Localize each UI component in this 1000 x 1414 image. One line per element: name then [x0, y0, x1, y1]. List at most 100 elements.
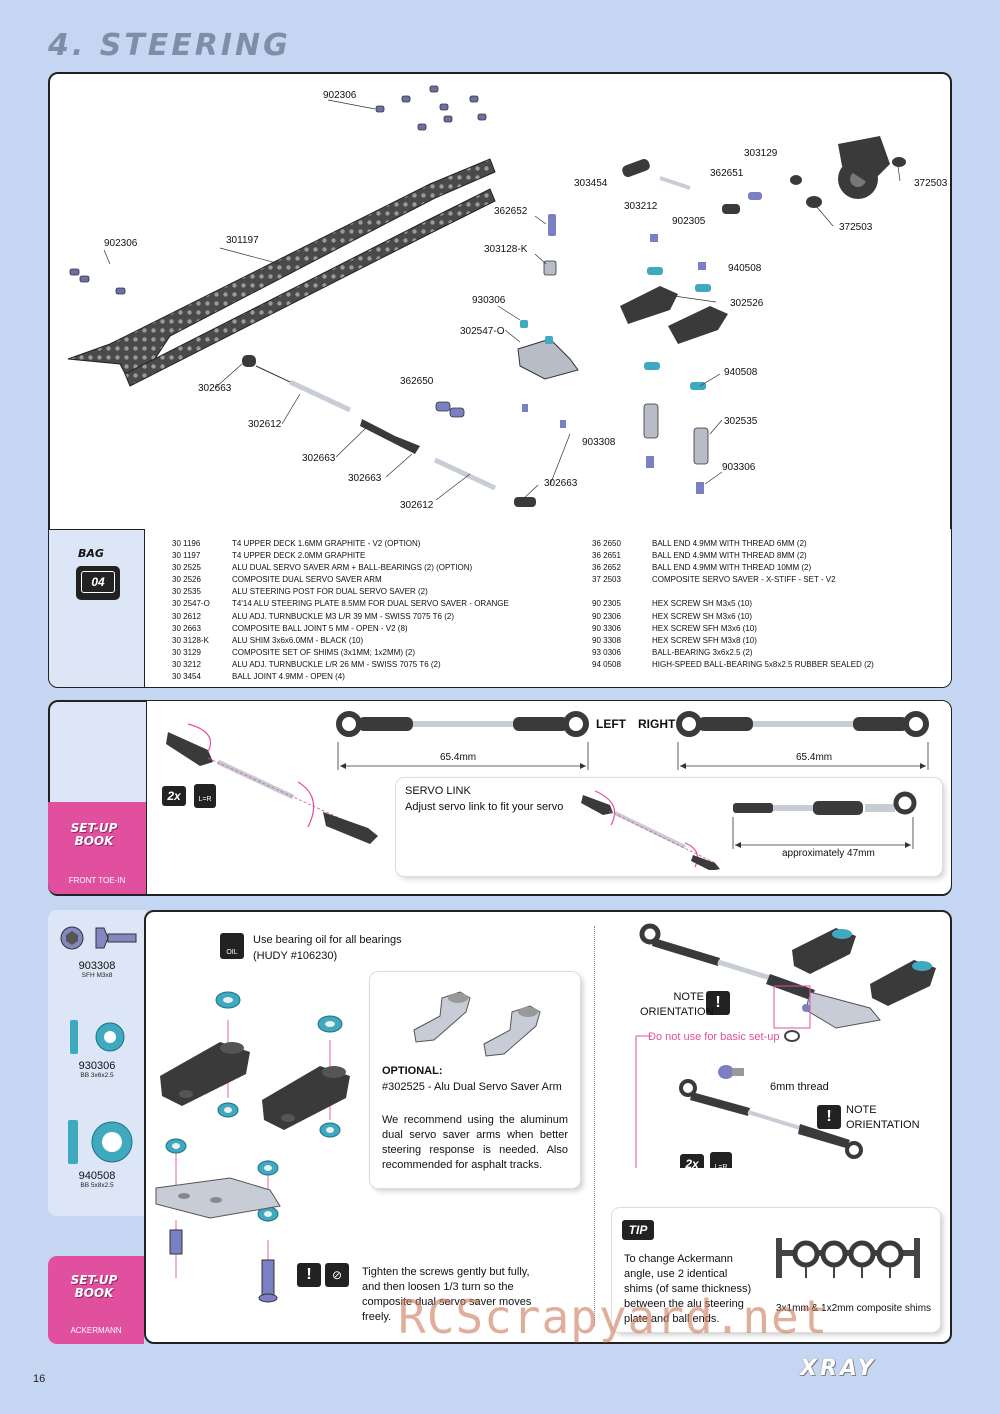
upper-deck-graphite [67, 158, 496, 387]
part-code: 90 3306 [592, 623, 621, 633]
servo-saver-assembly-drawing [155, 991, 350, 1303]
brand-logo: XRAY [800, 1356, 877, 1381]
callout-label: 303129 [744, 148, 778, 159]
callout-label: 902306 [104, 238, 138, 249]
watermark: RCScrapyard.net [398, 1290, 829, 1344]
qty-badge: 2x [685, 1157, 699, 1171]
part-description: ALU STEERING POST FOR DUAL SERVO SAVER (… [232, 587, 428, 597]
shims-drawing [776, 1238, 920, 1278]
servo-link-drawing [581, 790, 917, 870]
setup-book-toe-in[interactable]: SET-UP BOOK FRONT TOE-IN [48, 802, 146, 894]
approx-length: approximately 47mm [782, 848, 875, 859]
part-code: 36 2652 [592, 563, 621, 573]
oil-icon: OIL [220, 933, 244, 959]
right-label: RIGHT [638, 717, 676, 731]
bag-number: 04 [81, 571, 115, 593]
callout-label: 302663 [198, 383, 232, 394]
part-code: 30 1197 [172, 551, 201, 561]
callout-label: 302663 [302, 453, 336, 464]
part-description: HEX SCREW SH M3x5 (10) [652, 599, 753, 609]
servo-link-title: SERVO LINK [405, 785, 471, 797]
legend-icons [60, 926, 137, 1164]
turnbuckle-left [336, 711, 589, 770]
callout-label: 940508 [724, 367, 758, 378]
callout-label: 301197 [226, 235, 259, 246]
oil-tag: OIL [226, 949, 238, 956]
composite-arms [160, 1042, 350, 1130]
servo-saver-arms [620, 262, 728, 494]
screws-902306-left [69, 268, 126, 295]
exploded-view-drawing: 9023063034543032123626513031293725033725… [67, 85, 948, 511]
parts-list-area [144, 529, 951, 687]
tip-badge: TIP [622, 1220, 654, 1240]
screws-902306-top [375, 85, 487, 131]
callout-label: 903306 [722, 462, 756, 473]
part-code: 30 1196 [172, 539, 201, 548]
bag-label: BAG [78, 547, 104, 560]
bearing-large-icon [68, 1120, 133, 1164]
bag-number-badge: 04 [76, 566, 120, 600]
part-code: 30 2612 [172, 611, 201, 621]
tighten-text: Tighten the screws gently but fully, and… [362, 1266, 532, 1323]
callout-label: 362650 [400, 376, 434, 387]
part-code: 36 2651 [592, 551, 621, 561]
callout-label: 302547-O [460, 326, 505, 337]
warning-icon: ! [297, 1263, 321, 1287]
setup-book-title: SET-UP BOOK [70, 1273, 118, 1300]
legend-column [48, 910, 146, 1216]
left-label: LEFT [596, 717, 626, 731]
optional-title: OPTIONAL: [382, 1065, 443, 1077]
warning-icon: ! [817, 1105, 841, 1129]
servo-saver-assembly [543, 136, 906, 276]
callout-label: 930306 [472, 295, 506, 306]
part-code: 30 3454 [172, 672, 201, 682]
part-description: BALL END 4.9MM WITH THREAD 8MM (2) [652, 551, 807, 561]
servo-link-text: Adjust servo link to fit your servo [405, 801, 564, 813]
steering-linkage-drawing [635, 923, 936, 1168]
part-code: 30 2547-O [172, 599, 210, 609]
bearings [165, 991, 343, 1222]
part-code: 30 2526 [172, 575, 201, 585]
tip-text: To change Ackermann angle, use 2 identic… [624, 1253, 752, 1325]
part-code: 30 2525 [172, 563, 201, 573]
steering-plate [517, 320, 579, 428]
part-description: HEX SCREW SFH M3x6 (10) [652, 623, 757, 633]
setup-book-ackermann[interactable]: SET-UP BOOK ACKERMANN [48, 1256, 144, 1344]
lr-badge: L=R [198, 796, 212, 803]
callout-label: 372503 [839, 222, 873, 233]
part-description: T4 UPPER DECK 2.0MM GRAPHITE [232, 551, 366, 561]
dimension-right: 65.4mm [796, 752, 833, 763]
part-description: ALU SHIM 3x6x6.0MM - BLACK (10) [232, 635, 364, 645]
warning-icon: ! [706, 991, 730, 1015]
callout-label: 902306 [323, 90, 357, 101]
part-description: T4'14 ALU STEERING PLATE 8.5MM FOR DUAL … [232, 599, 509, 609]
note-orientation-2: NOTE ORIENTATION [846, 1104, 920, 1131]
part-description: ALU ADJ. TURNBUCKLE M3 L/R 39 MM - SWISS… [232, 611, 454, 621]
ball-ends-362650 [435, 401, 465, 418]
part-description: HIGH-SPEED BALL-BEARING 5x8x2.5 RUBBER S… [652, 659, 874, 669]
part-description: ALU ADJ. TURNBUCKLE L/R 26 MM - SWISS 70… [232, 659, 441, 669]
part-code: 30 2535 [172, 587, 201, 597]
legend-code: 930306 [78, 1060, 116, 1072]
turnbuckle-lower [242, 355, 536, 507]
setup-book-caption: ACKERMANN [70, 1326, 122, 1335]
callout-label: 902305 [672, 216, 706, 227]
optional-text: We recommend using the aluminum dual ser… [382, 1114, 568, 1171]
callout-label: 302663 [544, 478, 578, 489]
turnbuckle-right [676, 711, 929, 770]
screw-icon [60, 926, 137, 950]
callout-labels: 9023063034543032123626513031293725033725… [104, 90, 948, 511]
part-code: 30 2663 [172, 623, 201, 633]
part-code [592, 586, 621, 598]
dimension-left: 65.4mm [440, 752, 477, 763]
part-description: BALL END 4.9MM WITH THREAD 10MM (2) [652, 563, 812, 573]
thread-label: 6mm thread [770, 1081, 829, 1093]
callout-label: 362652 [494, 206, 528, 217]
part-code: 36 2650 [592, 539, 621, 548]
do-not-use-label: Do not use for basic set-up [648, 1031, 780, 1043]
qty-badge: 2x [167, 789, 181, 803]
oil-text-2: (HUDY #106230) [253, 950, 338, 962]
